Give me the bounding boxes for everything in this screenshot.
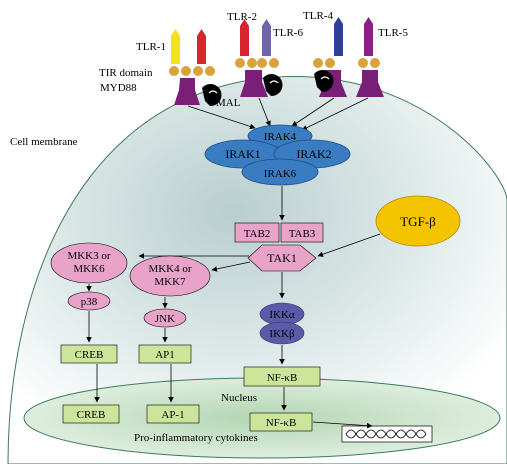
receptor-arrows: [187, 97, 369, 131]
mkk4-mkk7-node: [129, 255, 211, 297]
myd88-label: MYD88: [100, 82, 137, 94]
tir-domains: [169, 58, 380, 76]
ap1-nuc-box: [146, 404, 200, 424]
mkk3-label-line1: MKK3 or: [67, 250, 110, 262]
nfkb-cyto-label: NF-κB: [267, 372, 298, 384]
ikkb-label: IKKβ: [269, 328, 295, 340]
tak1-label: TAK1: [267, 251, 297, 265]
nucleus-label: Nucleus: [221, 392, 257, 404]
tir-domain-label: TIR domain: [99, 67, 153, 79]
jnk-label: JNK: [155, 313, 175, 325]
mkk4-label-line1: MKK4 or: [148, 263, 191, 275]
mkk3-mkk6-node: [50, 242, 128, 284]
irak1-label: IRAK1: [225, 147, 260, 161]
tab2-box: [234, 222, 280, 243]
ap1-nuc-label: AP-1: [161, 409, 184, 421]
irak4-label: IRAK4: [264, 131, 297, 143]
creb-nuc-label: CREB: [77, 409, 106, 421]
mkk3-label-line2: MKK6: [73, 263, 105, 275]
tlr1-label: TLR-1: [136, 41, 166, 53]
mal-highlights: [208, 76, 330, 94]
irak-complex: [204, 124, 351, 186]
nfkb-nuc-box: [249, 412, 313, 432]
irak2-label: IRAK2: [296, 147, 331, 161]
tlr2-receptor: [240, 19, 249, 56]
tab3-label: TAB3: [289, 228, 316, 240]
tlr2-label: TLR-2: [227, 11, 257, 23]
creb-nuc-box: [62, 404, 120, 424]
tlr1-receptor: [171, 29, 180, 64]
tgfb-node: [375, 195, 461, 247]
mal-label: MAL: [216, 97, 241, 109]
jnk-node: [143, 308, 187, 328]
tab3-box: [280, 222, 324, 243]
tak1-node: [247, 244, 317, 272]
creb-cyto-label: CREB: [75, 349, 104, 361]
p38-node: [67, 291, 111, 311]
arrow-tgfb-to-tak1: [317, 233, 381, 257]
tlr4-label: TLR-4: [303, 10, 333, 22]
tak1-arrows: [138, 253, 285, 299]
creb-cyto-box: [60, 344, 118, 364]
tab2-label: TAB2: [244, 228, 271, 240]
dna-icon: [341, 425, 433, 443]
mal-adaptors: [202, 70, 334, 107]
tlr6-receptor: [262, 19, 271, 56]
tlr2-receptor-left: [197, 29, 206, 64]
p38-label: p38: [81, 296, 98, 308]
ap1-cyto-box: [138, 344, 192, 364]
ikka-label: IKKα: [269, 309, 295, 321]
tlr6-label: TLR-6: [273, 27, 303, 39]
ikkb-node: [259, 321, 305, 345]
tgfb-label: TGF-β: [400, 214, 436, 229]
tlr4-receptor: [334, 17, 343, 56]
mkk4-label-line2: MKK7: [154, 276, 186, 288]
pro-inflammatory-label: Pro-inflammatory cytokines: [134, 432, 258, 444]
tlr5-label: TLR-5: [378, 27, 408, 39]
arrow-nfkb-to-dna: [312, 421, 373, 429]
nfkb-nuc-label: NF-κB: [266, 417, 297, 429]
cell-membrane-label: Cell membrane: [10, 136, 78, 148]
cell-membrane: [7, 75, 507, 465]
tlr5-receptor: [364, 17, 373, 56]
ap1-cyto-label: AP1: [155, 349, 175, 361]
nfkb-cyto-box: [243, 366, 321, 387]
irak6-label: IRAK6: [264, 168, 297, 180]
